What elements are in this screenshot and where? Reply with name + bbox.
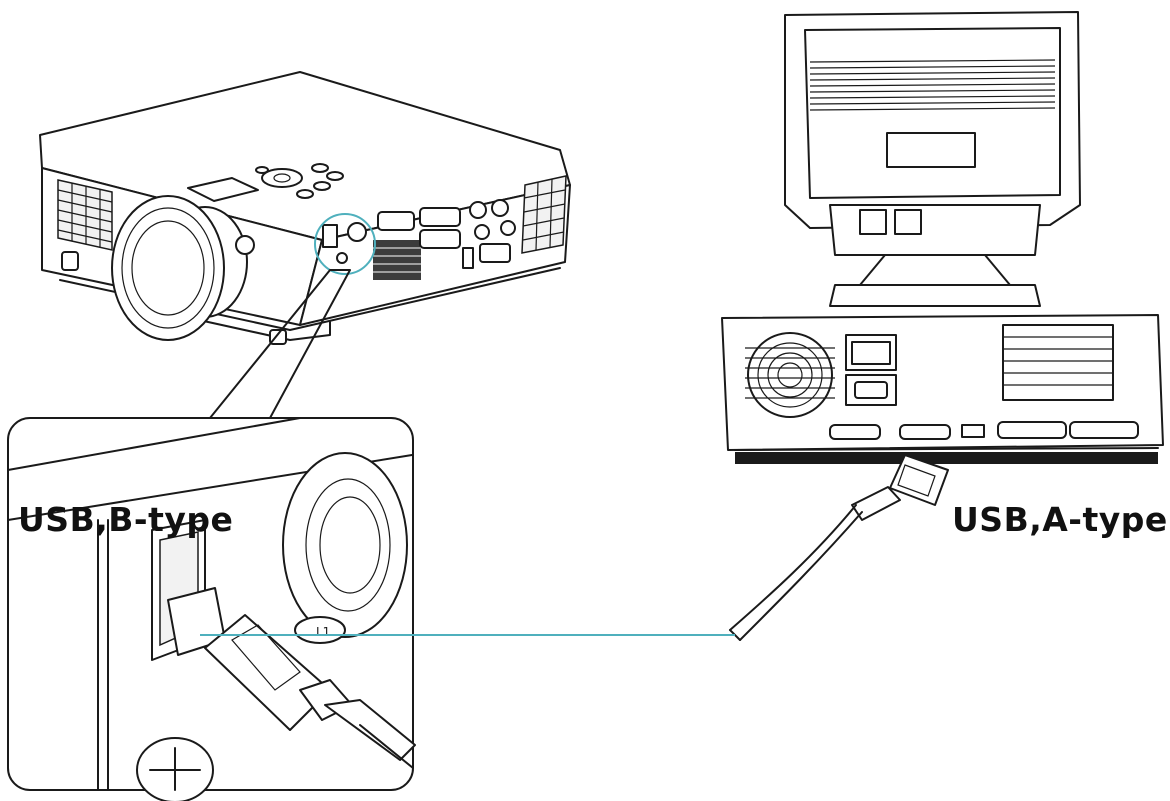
fan-grille: [745, 332, 835, 418]
serial-port: [829, 424, 881, 440]
usb-port-highlight: [314, 213, 376, 275]
monitor-base: [829, 284, 1041, 307]
monitor-vent: [809, 59, 1056, 111]
power-socket: [854, 381, 888, 399]
audio-jack: [282, 452, 408, 638]
control-panel: [187, 163, 344, 202]
zoom-callout: L1: [7, 269, 416, 801]
projector-lens: [111, 195, 248, 341]
monitor-stand: [859, 254, 1011, 286]
svg-text:L1: L1: [316, 625, 330, 639]
serial-port: [899, 424, 951, 440]
computer: [721, 314, 1164, 464]
projector: [39, 71, 571, 345]
side-vent: [521, 175, 567, 254]
monitor: [784, 11, 1081, 307]
monitor-port: [894, 209, 922, 235]
monitor-label-plate: [886, 132, 976, 168]
computer-base-shadow: [735, 452, 1158, 464]
usb-b-type-label: USB,B-type: [18, 500, 234, 539]
parallel-port: [1069, 421, 1139, 439]
projector-foot: [61, 251, 79, 271]
front-vent: [57, 179, 113, 251]
usb-a-plug: [729, 454, 949, 641]
parallel-port: [997, 421, 1067, 439]
ir-sensor: [235, 235, 255, 255]
usb-b-port: [322, 224, 338, 248]
connector-panel: [322, 199, 516, 280]
usb-b-plug: [167, 587, 416, 769]
expansion-slots: [1002, 324, 1114, 401]
usb-a-type-label: USB,A-type: [952, 500, 1168, 539]
usb-a-port: [961, 424, 985, 438]
monitor-port: [859, 209, 887, 235]
